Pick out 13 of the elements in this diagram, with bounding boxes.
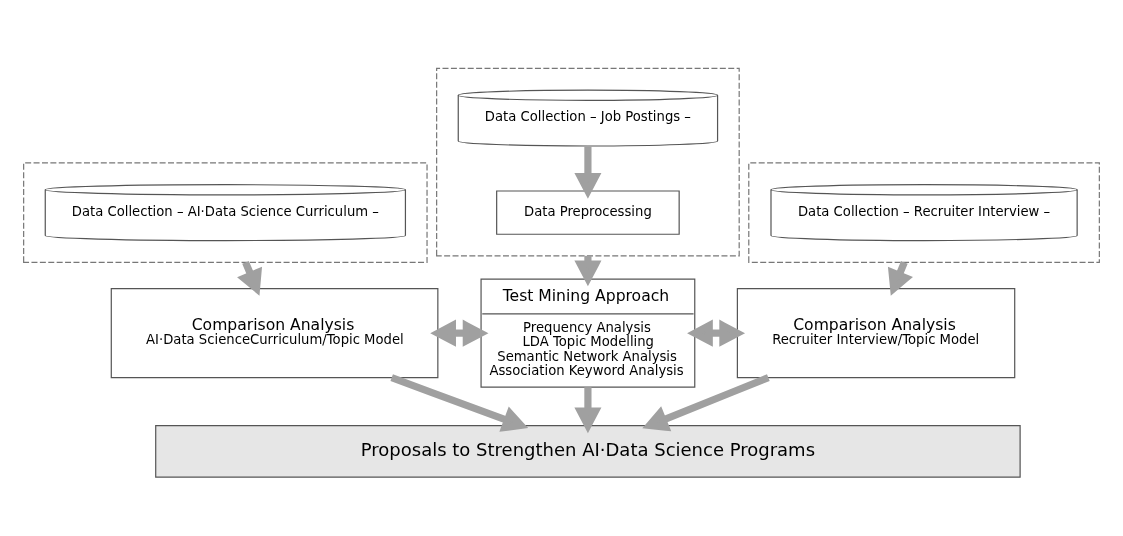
arrow: [574, 387, 602, 434]
arrow: [430, 319, 489, 347]
cluster: [23, 162, 428, 263]
node-box: Data Preprocessing: [496, 190, 680, 235]
arrow: [642, 374, 770, 432]
cluster: [436, 67, 740, 257]
node-box: Comparison Analysis AI·Data ScienceCurriculum/Topic Model: [110, 288, 439, 379]
node-box: Proposals to Strengthen AI·Data Science Programs: [155, 424, 1021, 478]
cluster: [748, 162, 1100, 263]
arrow: [390, 374, 529, 432]
node-box: Comparison Analysis Recruiter Interview/Topic Model: [736, 288, 1016, 379]
arrow: [687, 319, 746, 347]
arrow: [574, 146, 602, 199]
